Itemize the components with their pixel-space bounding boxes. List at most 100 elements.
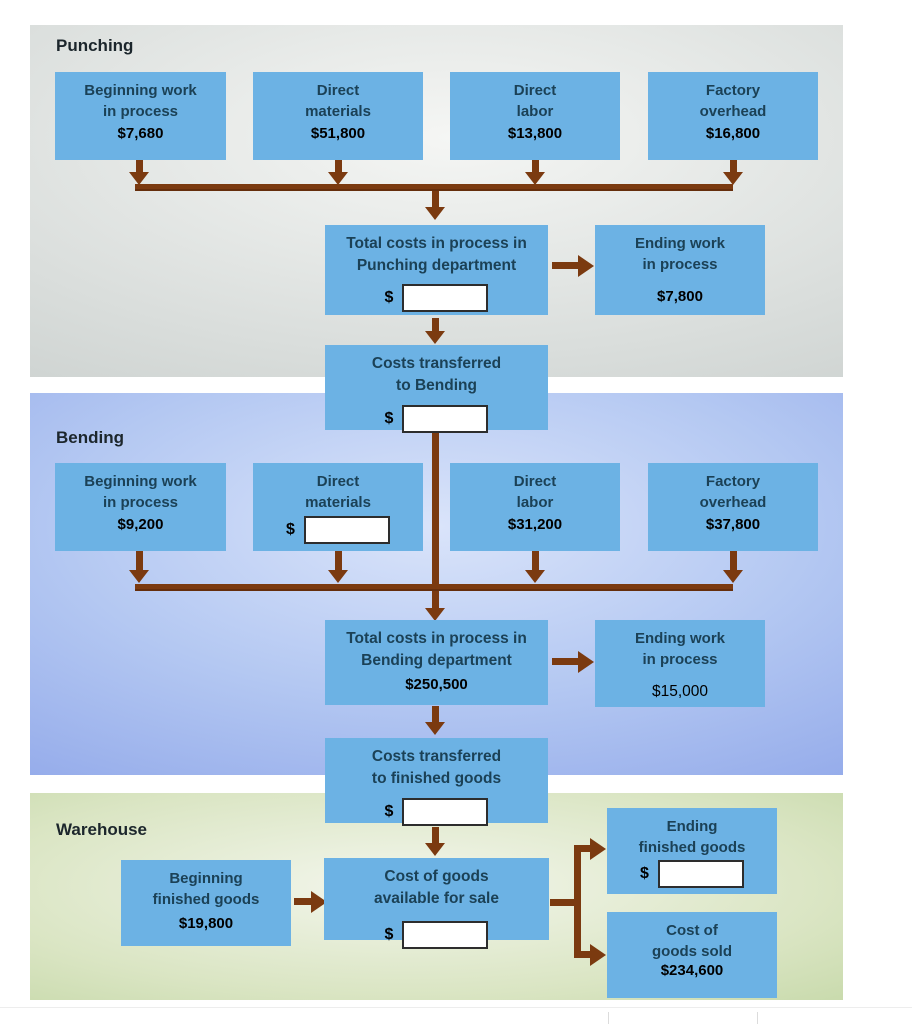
box-title-line: Total costs in process in bbox=[346, 235, 527, 252]
box-title-line: available for sale bbox=[374, 890, 499, 907]
connector-line bbox=[432, 433, 439, 608]
box-title-line: Total costs in process in bbox=[346, 630, 527, 647]
box-title-line: Factory bbox=[705, 82, 761, 99]
dollar-sign: $ bbox=[384, 803, 394, 820]
amount-entry-row: $ bbox=[385, 921, 489, 949]
arrow-right-icon bbox=[311, 891, 327, 913]
bending-source-box-beginning-wip: Beginning work in process $9,200 bbox=[55, 463, 226, 551]
box-value: $37,800 bbox=[705, 516, 761, 533]
warehouse-ending-fg-input[interactable] bbox=[657, 860, 744, 888]
connector-line bbox=[335, 160, 342, 173]
bottom-column-line bbox=[757, 1012, 758, 1024]
box-title-line: in process bbox=[102, 103, 179, 120]
punching-total-input[interactable] bbox=[402, 284, 489, 312]
bending-ending-wip-box: Ending work in process $15,000 bbox=[595, 620, 765, 707]
arrow-down-icon bbox=[425, 722, 445, 735]
box-title-line: Ending bbox=[666, 818, 718, 835]
punching-transfer-box: Costs transferred to Bending $ bbox=[325, 345, 548, 433]
arrow-right-icon bbox=[590, 944, 606, 966]
bending-source-box-factory-overhead: Factory overhead $37,800 bbox=[648, 463, 818, 551]
arrow-down-icon bbox=[129, 172, 149, 185]
box-value: $7,680 bbox=[117, 125, 164, 142]
amount-entry-row: $ bbox=[286, 516, 390, 544]
box-title-line: Factory bbox=[705, 473, 761, 490]
connector-line bbox=[532, 160, 539, 173]
arrow-down-icon bbox=[525, 172, 545, 185]
bending-section-label: Bending bbox=[56, 428, 124, 447]
box-title-line: Ending work bbox=[635, 630, 725, 647]
warehouse-available-input[interactable] bbox=[402, 921, 489, 949]
box-title-line: labor bbox=[516, 494, 554, 511]
amount-entry-row: $ bbox=[385, 405, 489, 433]
box-value: $31,200 bbox=[507, 516, 563, 533]
box-title-line: Direct bbox=[316, 473, 360, 490]
dollar-sign: $ bbox=[384, 410, 394, 427]
box-title-line: Cost of bbox=[666, 922, 718, 939]
branch-bracket-line bbox=[574, 845, 581, 958]
arrow-down-icon bbox=[425, 843, 445, 856]
box-value: $19,800 bbox=[178, 915, 234, 932]
punching-ending-wip-box: Ending work in process $7,800 bbox=[595, 225, 765, 315]
connector-line bbox=[552, 262, 578, 269]
warehouse-available-box: Cost of goods available for sale $ bbox=[324, 858, 549, 949]
punching-transfer-input[interactable] bbox=[402, 405, 489, 433]
warehouse-ending-fg-box: Ending finished goods $ bbox=[607, 808, 777, 894]
dollar-sign: $ bbox=[640, 865, 649, 882]
punching-source-box-direct-materials: Direct materials $51,800 bbox=[253, 72, 423, 160]
punching-total-box: Total costs in process in Punching depar… bbox=[325, 225, 548, 315]
punching-section-label: Punching bbox=[56, 36, 134, 55]
box-title-line: materials bbox=[305, 494, 371, 511]
dollar-sign: $ bbox=[286, 521, 295, 538]
connector-line bbox=[432, 827, 439, 843]
bending-total-box: Total costs in process in Bending depart… bbox=[325, 620, 548, 705]
bending-direct-materials-input[interactable] bbox=[303, 516, 390, 544]
connector-line bbox=[136, 160, 143, 173]
punching-collector-line bbox=[135, 184, 733, 191]
punching-source-box-direct-labor: Direct labor $13,800 bbox=[450, 72, 620, 160]
box-title-line: to finished goods bbox=[371, 770, 502, 787]
box-title-line: Beginning work bbox=[84, 473, 197, 490]
arrow-down-icon bbox=[425, 207, 445, 220]
box-value: $15,000 bbox=[651, 683, 709, 700]
box-title-line: labor bbox=[516, 103, 554, 120]
bending-transfer-box: Costs transferred to finished goods $ bbox=[325, 738, 548, 826]
warehouse-cogs-box: Cost of goods sold $234,600 bbox=[607, 912, 777, 998]
box-title-line: Ending work bbox=[635, 235, 725, 252]
bottom-column-line bbox=[608, 1012, 609, 1024]
box-title-line: Costs transferred bbox=[371, 748, 502, 765]
dollar-sign: $ bbox=[384, 289, 394, 306]
bending-source-box-direct-labor: Direct labor $31,200 bbox=[450, 463, 620, 551]
box-title-line: Costs transferred bbox=[371, 355, 502, 372]
box-title-line: Beginning work bbox=[84, 82, 197, 99]
box-value: $9,200 bbox=[117, 516, 164, 533]
connector-line bbox=[579, 845, 591, 852]
box-title-line: Punching department bbox=[356, 257, 517, 274]
connector-line bbox=[532, 551, 539, 570]
bending-transfer-input[interactable] bbox=[402, 798, 489, 826]
arrow-down-icon bbox=[328, 172, 348, 185]
box-title-line: Cost of goods bbox=[384, 868, 489, 885]
box-title-line: finished goods bbox=[152, 891, 260, 908]
bending-collector-line bbox=[135, 584, 733, 591]
connector-line bbox=[730, 551, 737, 570]
warehouse-beginning-fg-box: Beginning finished goods $19,800 bbox=[121, 860, 291, 946]
connector-line bbox=[294, 898, 312, 905]
box-title-line: overhead bbox=[699, 494, 767, 511]
connector-line bbox=[432, 318, 439, 331]
arrow-right-icon bbox=[578, 255, 594, 277]
connector-line bbox=[579, 951, 591, 958]
connector-line bbox=[136, 551, 143, 570]
arrow-right-icon bbox=[590, 838, 606, 860]
box-title-line: finished goods bbox=[638, 839, 746, 856]
box-value: $51,800 bbox=[310, 125, 366, 142]
box-title-line: in process bbox=[642, 651, 718, 668]
box-value: $16,800 bbox=[705, 125, 761, 142]
punching-source-box-factory-overhead: Factory overhead $16,800 bbox=[648, 72, 818, 160]
arrow-down-icon bbox=[425, 608, 445, 621]
box-title-line: in process bbox=[102, 494, 179, 511]
connector-line bbox=[432, 706, 439, 722]
arrow-down-icon bbox=[525, 570, 545, 583]
arrow-down-icon bbox=[723, 172, 743, 185]
box-title-line: Direct bbox=[513, 473, 557, 490]
